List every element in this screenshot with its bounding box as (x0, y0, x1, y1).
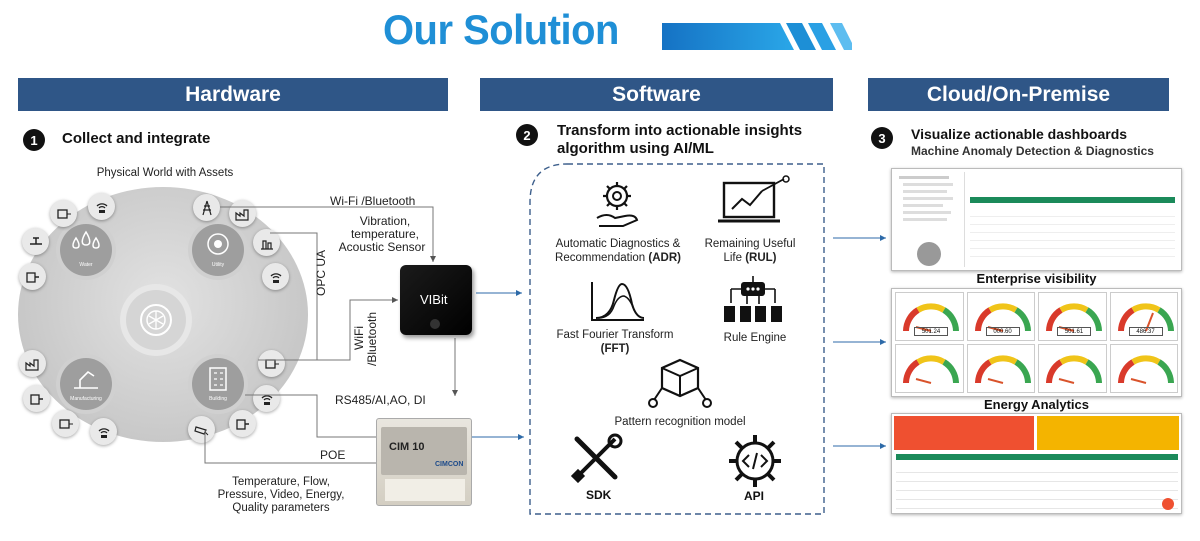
gear-hand-icon (596, 182, 639, 227)
band-hardware: Hardware (18, 78, 448, 111)
cim10-device: CIM 10 CIMCON (376, 418, 472, 506)
factory-icon (229, 200, 256, 227)
energy-yellow-tile (1037, 416, 1179, 450)
step-3-number: 3 (871, 127, 893, 149)
water-drops-icon (72, 230, 100, 249)
wifi2-label-line2: /Bluetooth (365, 311, 379, 366)
energy-analytics-label: Energy Analytics (983, 397, 1089, 412)
gauge-tile (1109, 344, 1178, 393)
pattern-label: Pattern recognition model (614, 416, 746, 428)
gauge-dashboard-preview: 501.24 000.60 501.61 486.37 (891, 288, 1182, 397)
step-1-number: 1 (23, 129, 45, 151)
band-software: Software (480, 78, 833, 111)
anomaly-dashboard-preview (891, 168, 1182, 271)
rul-line2: Life (RUL) (723, 252, 777, 264)
rul-line1: Remaining Useful (704, 238, 796, 250)
sdk-tools-icon (571, 433, 623, 483)
utility-asset-circle: Utility (192, 224, 244, 276)
wireless-sensor-icon-4 (253, 385, 280, 412)
step-2-text-line1: Transform into actionable insights (557, 122, 803, 139)
energy-red-tile (894, 416, 1034, 450)
sensor-line3: Acoustic Sensor (338, 240, 426, 254)
gauge-value: 000.60 (985, 327, 1020, 336)
sdk-label: SDK (586, 488, 612, 502)
rule-engine-icon (724, 276, 782, 322)
gauge-tile (1038, 344, 1107, 393)
enterprise-visibility-label: Enterprise visibility (976, 271, 1097, 286)
step-2-number: 2 (516, 124, 538, 146)
params-line1: Temperature, Flow, (232, 476, 330, 488)
step-1-text: Collect and integrate (62, 130, 211, 147)
wifi2-label-line1: WiFi (352, 326, 366, 350)
wireless-sensor-icon-2 (262, 263, 289, 290)
integration-hub-icon (126, 290, 186, 350)
power-tower-icon (193, 194, 220, 221)
band-cloud: Cloud/On-Premise (868, 78, 1169, 111)
factory-icon-2 (19, 350, 46, 377)
camera-icon (188, 416, 215, 443)
wireless-sensor-icon (88, 193, 115, 220)
wifi-bluetooth-label: Wi-Fi /Bluetooth (330, 194, 416, 208)
cim10-label: CIM 10 (389, 441, 425, 453)
params-line2: Pressure, Video, Energy, (217, 489, 345, 501)
opc-ua-label: OPC UA (314, 249, 328, 296)
params-line3: Quality parameters (232, 502, 330, 514)
gauge-tile: 486.37 (1109, 292, 1178, 341)
pump-icon-2 (52, 410, 79, 437)
gauge-tile (895, 344, 964, 393)
rs485-label: RS485/AI,AO, DI (335, 393, 426, 407)
gauge-value: 486.37 (1128, 327, 1163, 336)
gauge-tile: 501.24 (895, 292, 964, 341)
poe-label: POE (320, 448, 346, 462)
utility-gear-icon (207, 233, 229, 255)
gauge-value: 501.61 (1057, 327, 1091, 336)
fft-line2: (FFT) (600, 343, 630, 355)
physical-world-label: Physical World with Assets (96, 167, 234, 179)
pump-icon (50, 200, 77, 227)
energy-dashboard-preview (891, 413, 1182, 514)
motor-icon-3 (229, 410, 256, 437)
rule-engine-label: Rule Engine (723, 332, 787, 344)
building-icon (209, 367, 227, 391)
api-label: API (744, 489, 765, 503)
pattern-cube-icon (648, 358, 712, 408)
step-3-subtitle: Machine Anomaly Detection & Diagnostics (911, 144, 1154, 158)
motor-icon-2 (23, 385, 50, 412)
manufacturing-asset-circle: Manufacturing (60, 358, 112, 410)
software-dashed-panel (529, 163, 825, 515)
sensor-line1: Vibration, (359, 214, 411, 228)
gauge-value: 501.24 (914, 327, 948, 336)
motor-icon (19, 263, 46, 290)
sensor-line2: temperature, (350, 227, 420, 241)
gauge-tile: 000.60 (966, 292, 1035, 341)
water-asset-circle: Water (60, 224, 112, 276)
api-gear-icon (729, 435, 781, 487)
cimcon-logo: CIMCON (435, 461, 464, 468)
step-3-text: Visualize actionable dashboards (911, 126, 1128, 142)
vibit-device: VIBit (400, 265, 472, 335)
fft-line1: Fast Fourier Transform (556, 329, 674, 341)
building-asset-circle: Building (192, 358, 244, 410)
wireless-sensor-icon-3 (90, 418, 117, 445)
pump-icon-3 (258, 350, 285, 377)
robot-arm-icon (74, 370, 98, 389)
step-2-text-line2: algorithm using AI/ML (557, 140, 714, 157)
gauge-tile: 501.61 (1038, 292, 1107, 341)
title-stripe-decoration (662, 23, 852, 50)
valve-icon (22, 228, 49, 255)
vibit-label: VIBit (420, 292, 448, 307)
page-title: Our Solution (383, 6, 619, 53)
gauge-tile (966, 344, 1035, 393)
laptop-chart-icon (718, 175, 790, 223)
adr-line1: Automatic Diagnostics & (555, 238, 681, 250)
adr-line2: Recommendation (ADR) (555, 252, 681, 264)
fft-curve-icon (591, 282, 645, 321)
